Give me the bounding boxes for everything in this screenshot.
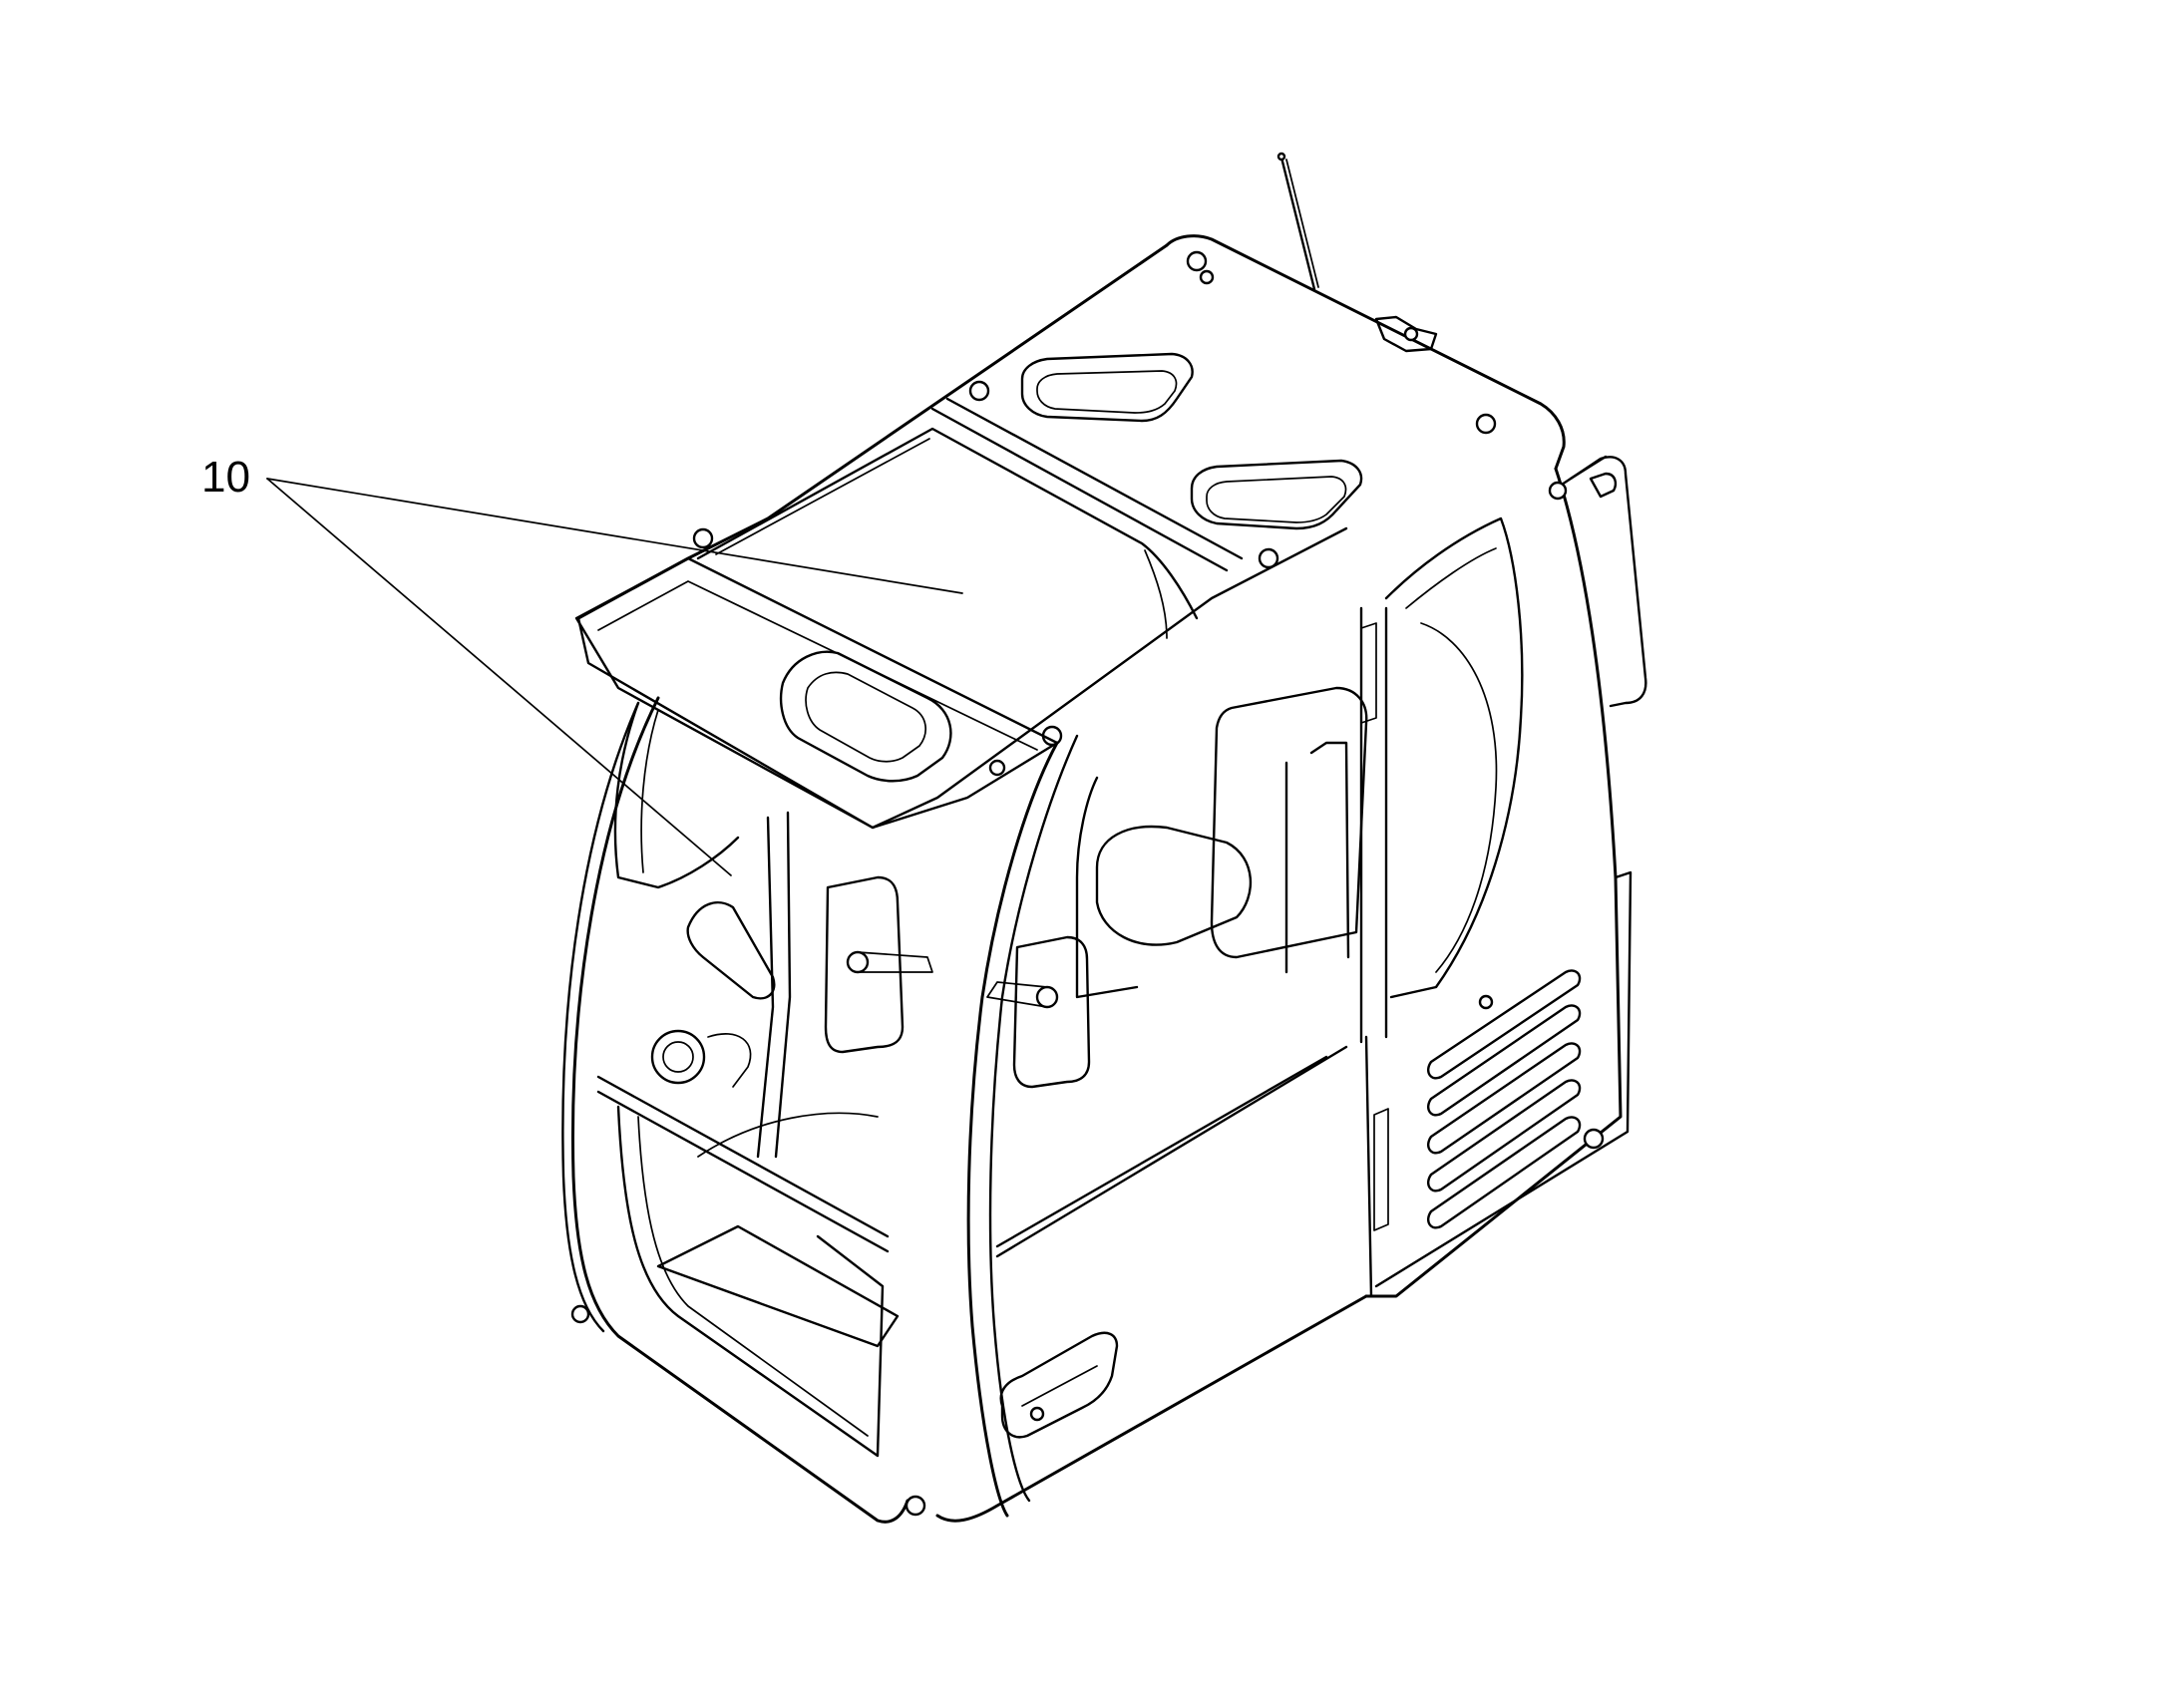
cab-interior [650, 516, 1524, 1348]
leader-line-windshield [266, 478, 732, 876]
door-frame [570, 734, 1373, 1518]
callout-10: 10 [201, 453, 963, 876]
front-windshield [574, 556, 1059, 1458]
callout-label: 10 [201, 453, 250, 502]
side-panel [1360, 455, 1647, 1231]
roof-panels [692, 152, 1497, 777]
leader-line-roof-window [266, 478, 963, 594]
cab-outline [561, 234, 1633, 1524]
